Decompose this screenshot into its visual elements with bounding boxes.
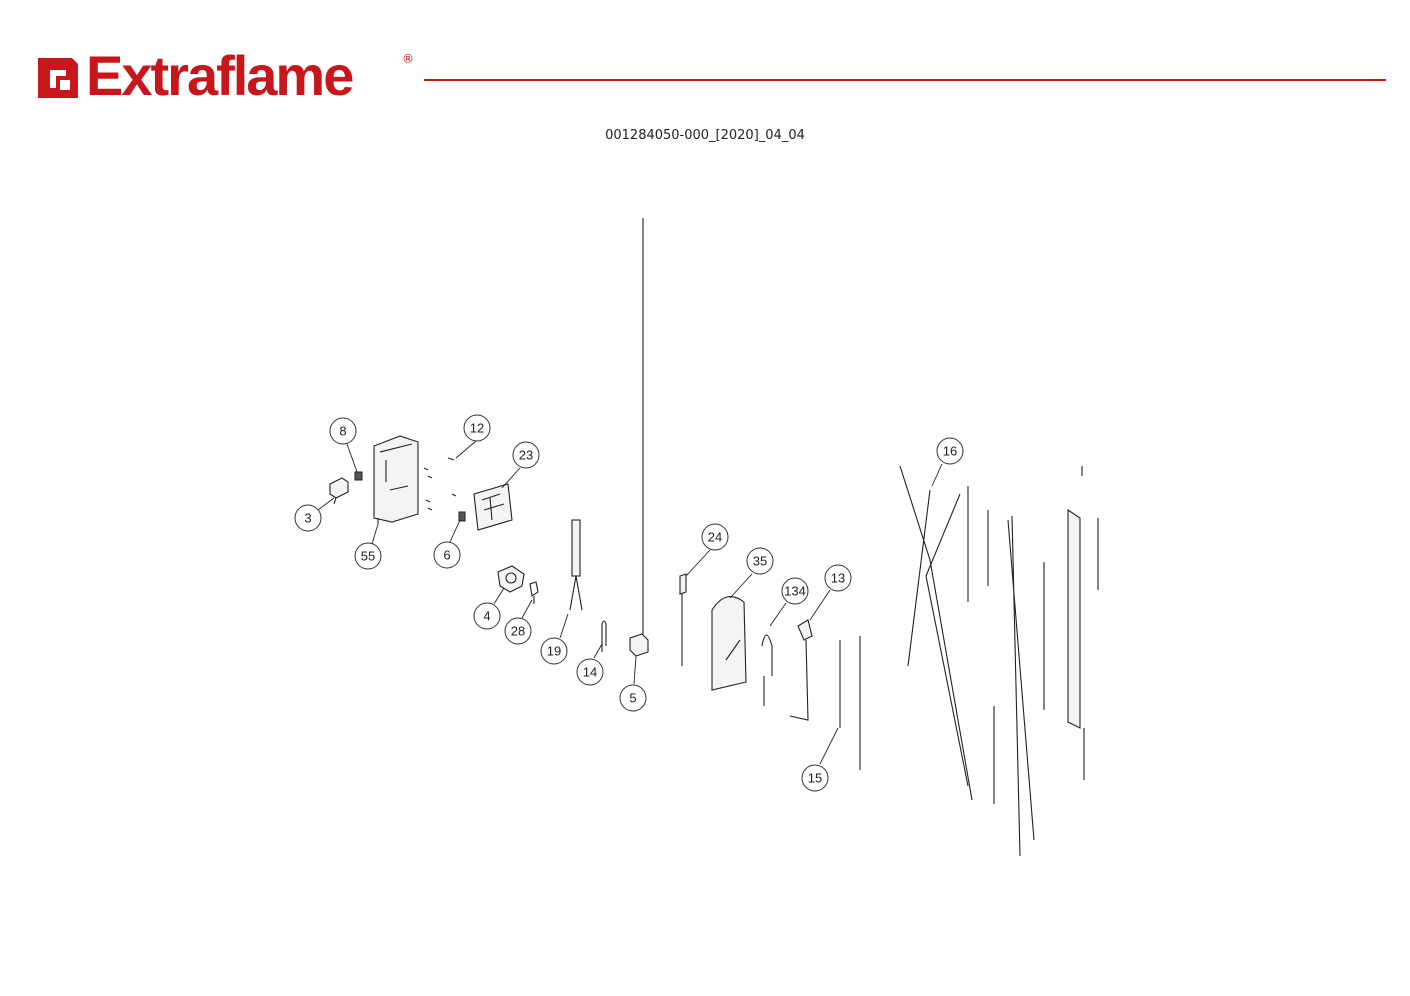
callout-16: 16 <box>936 437 964 465</box>
callout-label-15: 15 <box>808 771 822 786</box>
leader-lines <box>317 440 943 765</box>
part-134-hook-cable <box>761 634 773 706</box>
callout-19: 19 <box>540 637 568 665</box>
brand-name: Extraflame <box>86 44 354 107</box>
callout-label-35: 35 <box>753 554 767 569</box>
callout-label-55: 55 <box>361 549 375 564</box>
callout-label-24: 24 <box>708 530 722 545</box>
callout-label-5: 5 <box>629 691 636 706</box>
document-code: 001284050-000_[2020]_04_04 <box>605 128 805 143</box>
callout-23: 23 <box>512 441 540 469</box>
callout-28: 28 <box>504 617 532 645</box>
part-24-thermocouple <box>679 573 687 666</box>
callout-134: 134 <box>781 577 809 605</box>
callout-5: 5 <box>619 684 647 712</box>
callout-3: 3 <box>294 504 322 532</box>
extraflame-logo: Extraflame ® <box>34 44 424 107</box>
part-19-cartridge-heater <box>569 519 583 611</box>
part-28-sensor <box>529 581 539 604</box>
part-16-wiring-harness <box>899 465 1099 857</box>
part-55-control-panel <box>373 435 419 524</box>
callout-12: 12 <box>463 414 491 442</box>
part-14-hook <box>601 620 607 652</box>
callout-8: 8 <box>329 417 357 445</box>
brand-mark-icon <box>38 58 78 98</box>
screws <box>423 457 457 511</box>
part-13-power-cable <box>789 619 813 721</box>
part-8-small-component <box>354 471 363 481</box>
registered-mark: ® <box>402 52 414 66</box>
part-5-probe <box>629 218 649 657</box>
part-23-circuit-board <box>473 483 513 531</box>
callout-6: 6 <box>433 541 461 569</box>
callout-55: 55 <box>354 542 382 570</box>
callout-label-8: 8 <box>339 424 346 439</box>
header-rule <box>424 79 1386 81</box>
part-35-cover <box>711 596 747 691</box>
callout-label-3: 3 <box>304 511 311 526</box>
part-15-wires <box>839 636 861 770</box>
callout-4: 4 <box>473 602 501 630</box>
part-4-fan <box>497 565 525 593</box>
callout-label-4: 4 <box>483 609 490 624</box>
callout-label-28: 28 <box>511 624 525 639</box>
callout-label-12: 12 <box>470 421 484 436</box>
callout-14: 14 <box>576 658 604 686</box>
callout-15: 15 <box>801 764 829 792</box>
callout-label-13: 13 <box>831 571 845 586</box>
callout-24: 24 <box>701 523 729 551</box>
callout-35: 35 <box>746 547 774 575</box>
callout-label-6: 6 <box>443 548 450 563</box>
part-3-bracket <box>329 477 349 505</box>
callout-label-23: 23 <box>519 448 533 463</box>
callout-13: 13 <box>824 564 852 592</box>
callout-label-134: 134 <box>784 584 806 599</box>
callout-label-14: 14 <box>583 665 597 680</box>
part-6-connector <box>458 511 466 522</box>
callout-label-16: 16 <box>943 444 957 459</box>
callout-label-19: 19 <box>547 644 561 659</box>
